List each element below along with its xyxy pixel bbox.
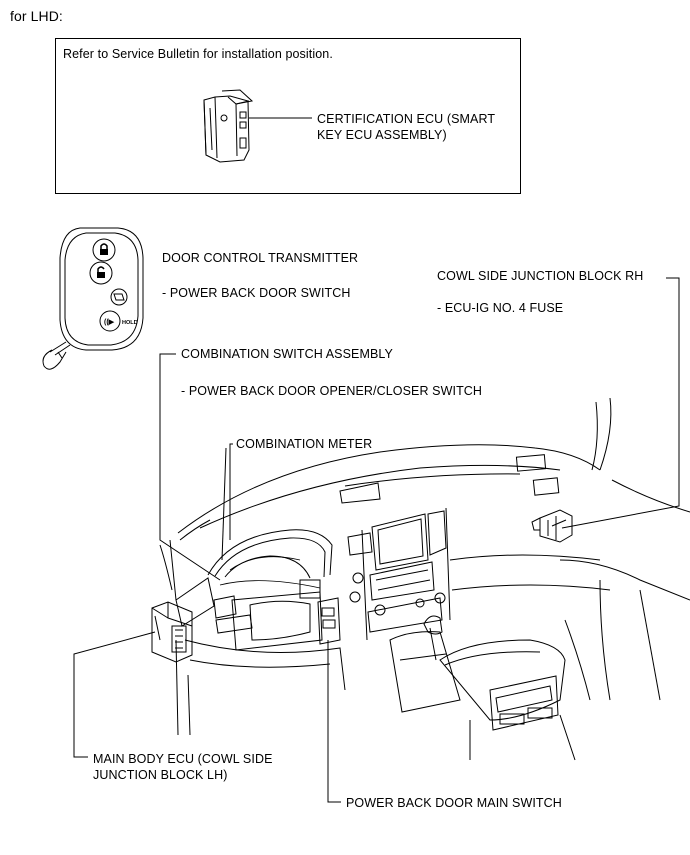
door-control-transmitter-label: DOOR CONTROL TRANSMITTER [162, 251, 359, 265]
main-body-ecu-illustration [151, 601, 193, 663]
main-body-ecu-label-line2: JUNCTION BLOCK LH) [93, 768, 228, 782]
remote-hold-text: HOLD [122, 320, 138, 326]
certification-ecu-label-line2: KEY ECU ASSEMBLY) [317, 128, 447, 142]
svg-text:((▶: ((▶ [104, 319, 115, 326]
certification-ecu-illustration [203, 89, 312, 163]
dashboard-illustration [159, 397, 690, 761]
certification-ecu-label-line1: CERTIFICATION ECU (SMART [317, 112, 496, 126]
page-title: for LHD: [10, 8, 63, 24]
power-back-door-main-switch-label: POWER BACK DOOR MAIN SWITCH [346, 796, 562, 810]
cowl-side-junction-block-rh-label: COWL SIDE JUNCTION BLOCK RH [437, 269, 644, 283]
leader-lines [73, 277, 680, 803]
combination-meter-label: COMBINATION METER [236, 437, 373, 451]
service-bulletin-note-box [55, 38, 521, 194]
door-control-transmitter-illustration: ((▶ HOLD [42, 227, 144, 370]
main-body-ecu-label-line1: MAIN BODY ECU (COWL SIDE [93, 752, 273, 766]
cowl-side-junction-block-rh-illustration [531, 509, 573, 543]
combination-switch-assembly-label: COMBINATION SWITCH ASSEMBLY [181, 347, 393, 361]
service-bulletin-note: Refer to Service Bulletin for installati… [63, 47, 333, 61]
ecu-ig-no4-fuse-label: - ECU-IG NO. 4 FUSE [437, 301, 564, 315]
opener-closer-switch-label: - POWER BACK DOOR OPENER/CLOSER SWITCH [181, 384, 483, 398]
power-back-door-switch-label: - POWER BACK DOOR SWITCH [162, 286, 351, 300]
